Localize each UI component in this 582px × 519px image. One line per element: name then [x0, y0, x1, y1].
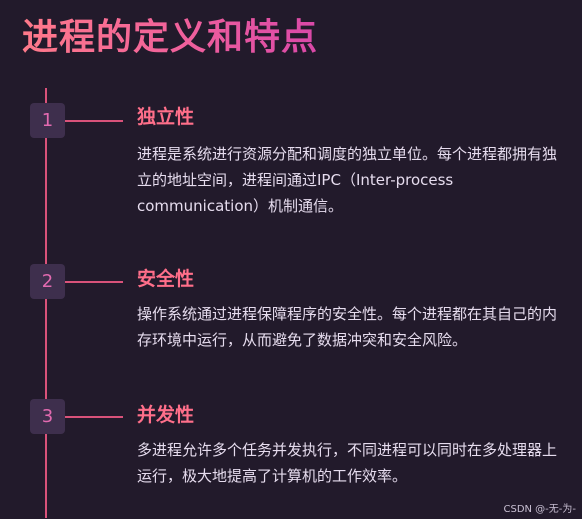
watermark: CSDN @-无-为-: [503, 504, 576, 515]
page-title: 进程的定义和特点: [22, 10, 318, 66]
item-number-box: 3: [30, 399, 65, 434]
item-description-independence: 进程是系统进行资源分配和调度的独立单位。每个进程都拥有独立的地址空间，进程间通过…: [137, 145, 558, 215]
item-title-security: 安全性: [137, 268, 195, 290]
timeline-line: [45, 88, 47, 518]
timeline-connector: [65, 281, 123, 283]
timeline-connector: [65, 416, 123, 418]
item-description-concurrency: 多进程允许多个任务并发执行，不同进程可以同时在多处理器上运行，极大地提高了计算机…: [137, 441, 558, 485]
item-description-security: 操作系统通过进程保障程序的安全性。每个进程都在其自己的内存环境中运行，从而避免了…: [137, 305, 558, 349]
item-number-box: 2: [30, 264, 65, 299]
item-number-box: 1: [30, 103, 65, 138]
timeline-connector: [65, 120, 123, 122]
item-title-independence: 独立性: [137, 106, 195, 128]
item-title-concurrency: 并发性: [137, 404, 195, 426]
